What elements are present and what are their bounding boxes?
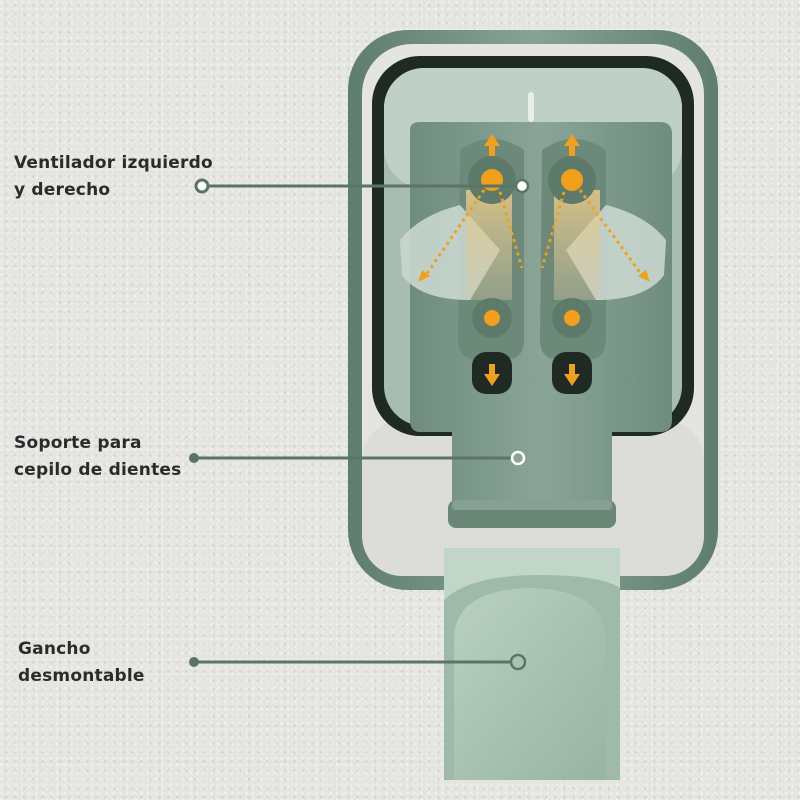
leader-lines [194,184,522,664]
callout-fans-line-2: y derecho [14,180,111,200]
arrow-up-icon [484,134,500,156]
arrow-down-icon [564,364,580,386]
callout-hook-line-1: Gancho [18,639,91,659]
callout-hook-line-2: desmontable [18,666,145,686]
airflow-arrows [418,134,650,386]
right-fan [540,139,666,394]
callout-hook: Gancho desmontable [18,636,145,690]
callout-holder-line-1: Soporte para [14,433,142,453]
detachable-hook [444,548,620,780]
callout-holder-line-2: cepilo de dientes [14,460,182,480]
callout-fans: Ventilador izquierdo y derecho [14,150,213,204]
callout-holder: Soporte para cepilo de dientes [14,430,181,484]
arrow-up-icon [564,134,580,156]
arrow-down-icon [484,364,500,386]
leader-markers [189,178,530,671]
callout-fans-line-1: Ventilador izquierdo [14,153,213,173]
